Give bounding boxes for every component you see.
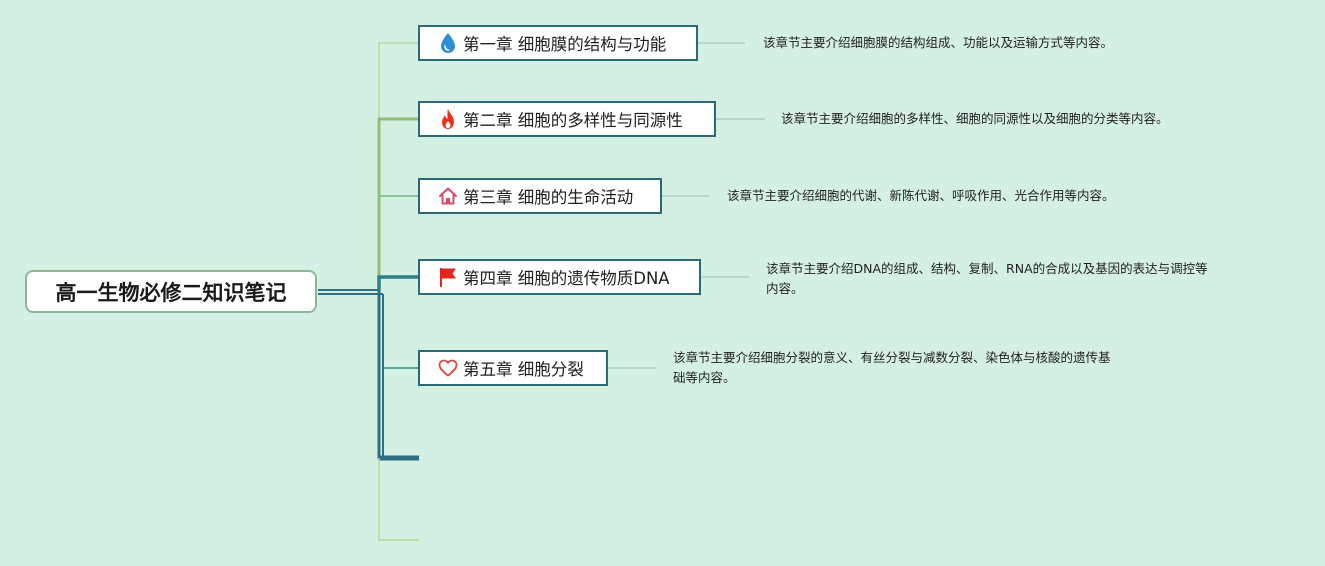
branch-empty-light <box>378 458 419 541</box>
note-chapter-1-text: 该章节主要介绍细胞膜的结构组成、功能以及运输方式等内容。 <box>763 35 1114 50</box>
note-chapter-3[interactable]: 该章节主要介绍细胞的代谢、新陈代谢、呼吸作用、光合作用等内容。 <box>727 186 1115 206</box>
note-chapter-5-text: 该章节主要介绍细胞分裂的意义、有丝分裂与减数分裂、染色体与核酸的遗传基 <box>673 350 1111 365</box>
note-chapter-5[interactable]: 该章节主要介绍细胞分裂的意义、有丝分裂与减数分裂、染色体与核酸的遗传基 础等内容… <box>673 348 1173 388</box>
topic-chapter-3[interactable]: 第三章 细胞的生命活动 <box>418 178 662 214</box>
branch-ch1 <box>378 42 419 290</box>
house-icon <box>437 185 459 207</box>
topic-chapter-5[interactable]: 第五章 细胞分裂 <box>418 350 608 386</box>
note-chapter-4-text: 该章节主要介绍DNA的组成、结构、复制、RNA的合成以及基因的表达与调控等 <box>766 261 1208 276</box>
root-topic[interactable]: 高一生物必修二知识笔记 <box>25 270 317 313</box>
topic-chapter-2[interactable]: 第二章 细胞的多样性与同源性 <box>418 101 716 137</box>
note-chapter-1[interactable]: 该章节主要介绍细胞膜的结构组成、功能以及运输方式等内容。 <box>763 33 1113 53</box>
water-drop-icon <box>437 32 459 54</box>
root-topic-label: 高一生物必修二知识笔记 <box>55 280 287 305</box>
fire-icon <box>437 108 459 130</box>
topic-chapter-4-label: 第四章 细胞的遗传物质DNA <box>463 269 670 288</box>
note-chapter-2-text: 该章节主要介绍细胞的多样性、细胞的同源性以及细胞的分类等内容。 <box>781 111 1169 126</box>
note-chapter-4-text-line2: 内容。 <box>766 281 804 296</box>
note-chapter-4[interactable]: 该章节主要介绍DNA的组成、结构、复制、RNA的合成以及基因的表达与调控等 内容… <box>766 259 1276 299</box>
topic-chapter-5-label: 第五章 细胞分裂 <box>463 360 584 379</box>
note-chapter-3-text: 该章节主要介绍细胞的代谢、新陈代谢、呼吸作用、光合作用等内容。 <box>727 188 1115 203</box>
branch-ch2 <box>377 117 419 290</box>
heart-icon <box>437 357 459 379</box>
note-chapter-2[interactable]: 该章节主要介绍细胞的多样性、细胞的同源性以及细胞的分类等内容。 <box>781 109 1169 129</box>
branch-ch4 <box>377 275 419 290</box>
flag-icon <box>437 266 459 288</box>
branch-empty-dark <box>377 290 419 460</box>
topic-chapter-3-label: 第三章 细胞的生命活动 <box>463 188 634 207</box>
topic-chapter-4[interactable]: 第四章 细胞的遗传物质DNA <box>418 259 701 295</box>
topic-chapter-1[interactable]: 第一章 细胞膜的结构与功能 <box>418 25 698 61</box>
topic-chapter-1-label: 第一章 细胞膜的结构与功能 <box>463 35 667 54</box>
topic-chapter-2-label: 第二章 细胞的多样性与同源性 <box>463 111 683 130</box>
note-chapter-5-text-line2: 础等内容。 <box>673 370 736 385</box>
